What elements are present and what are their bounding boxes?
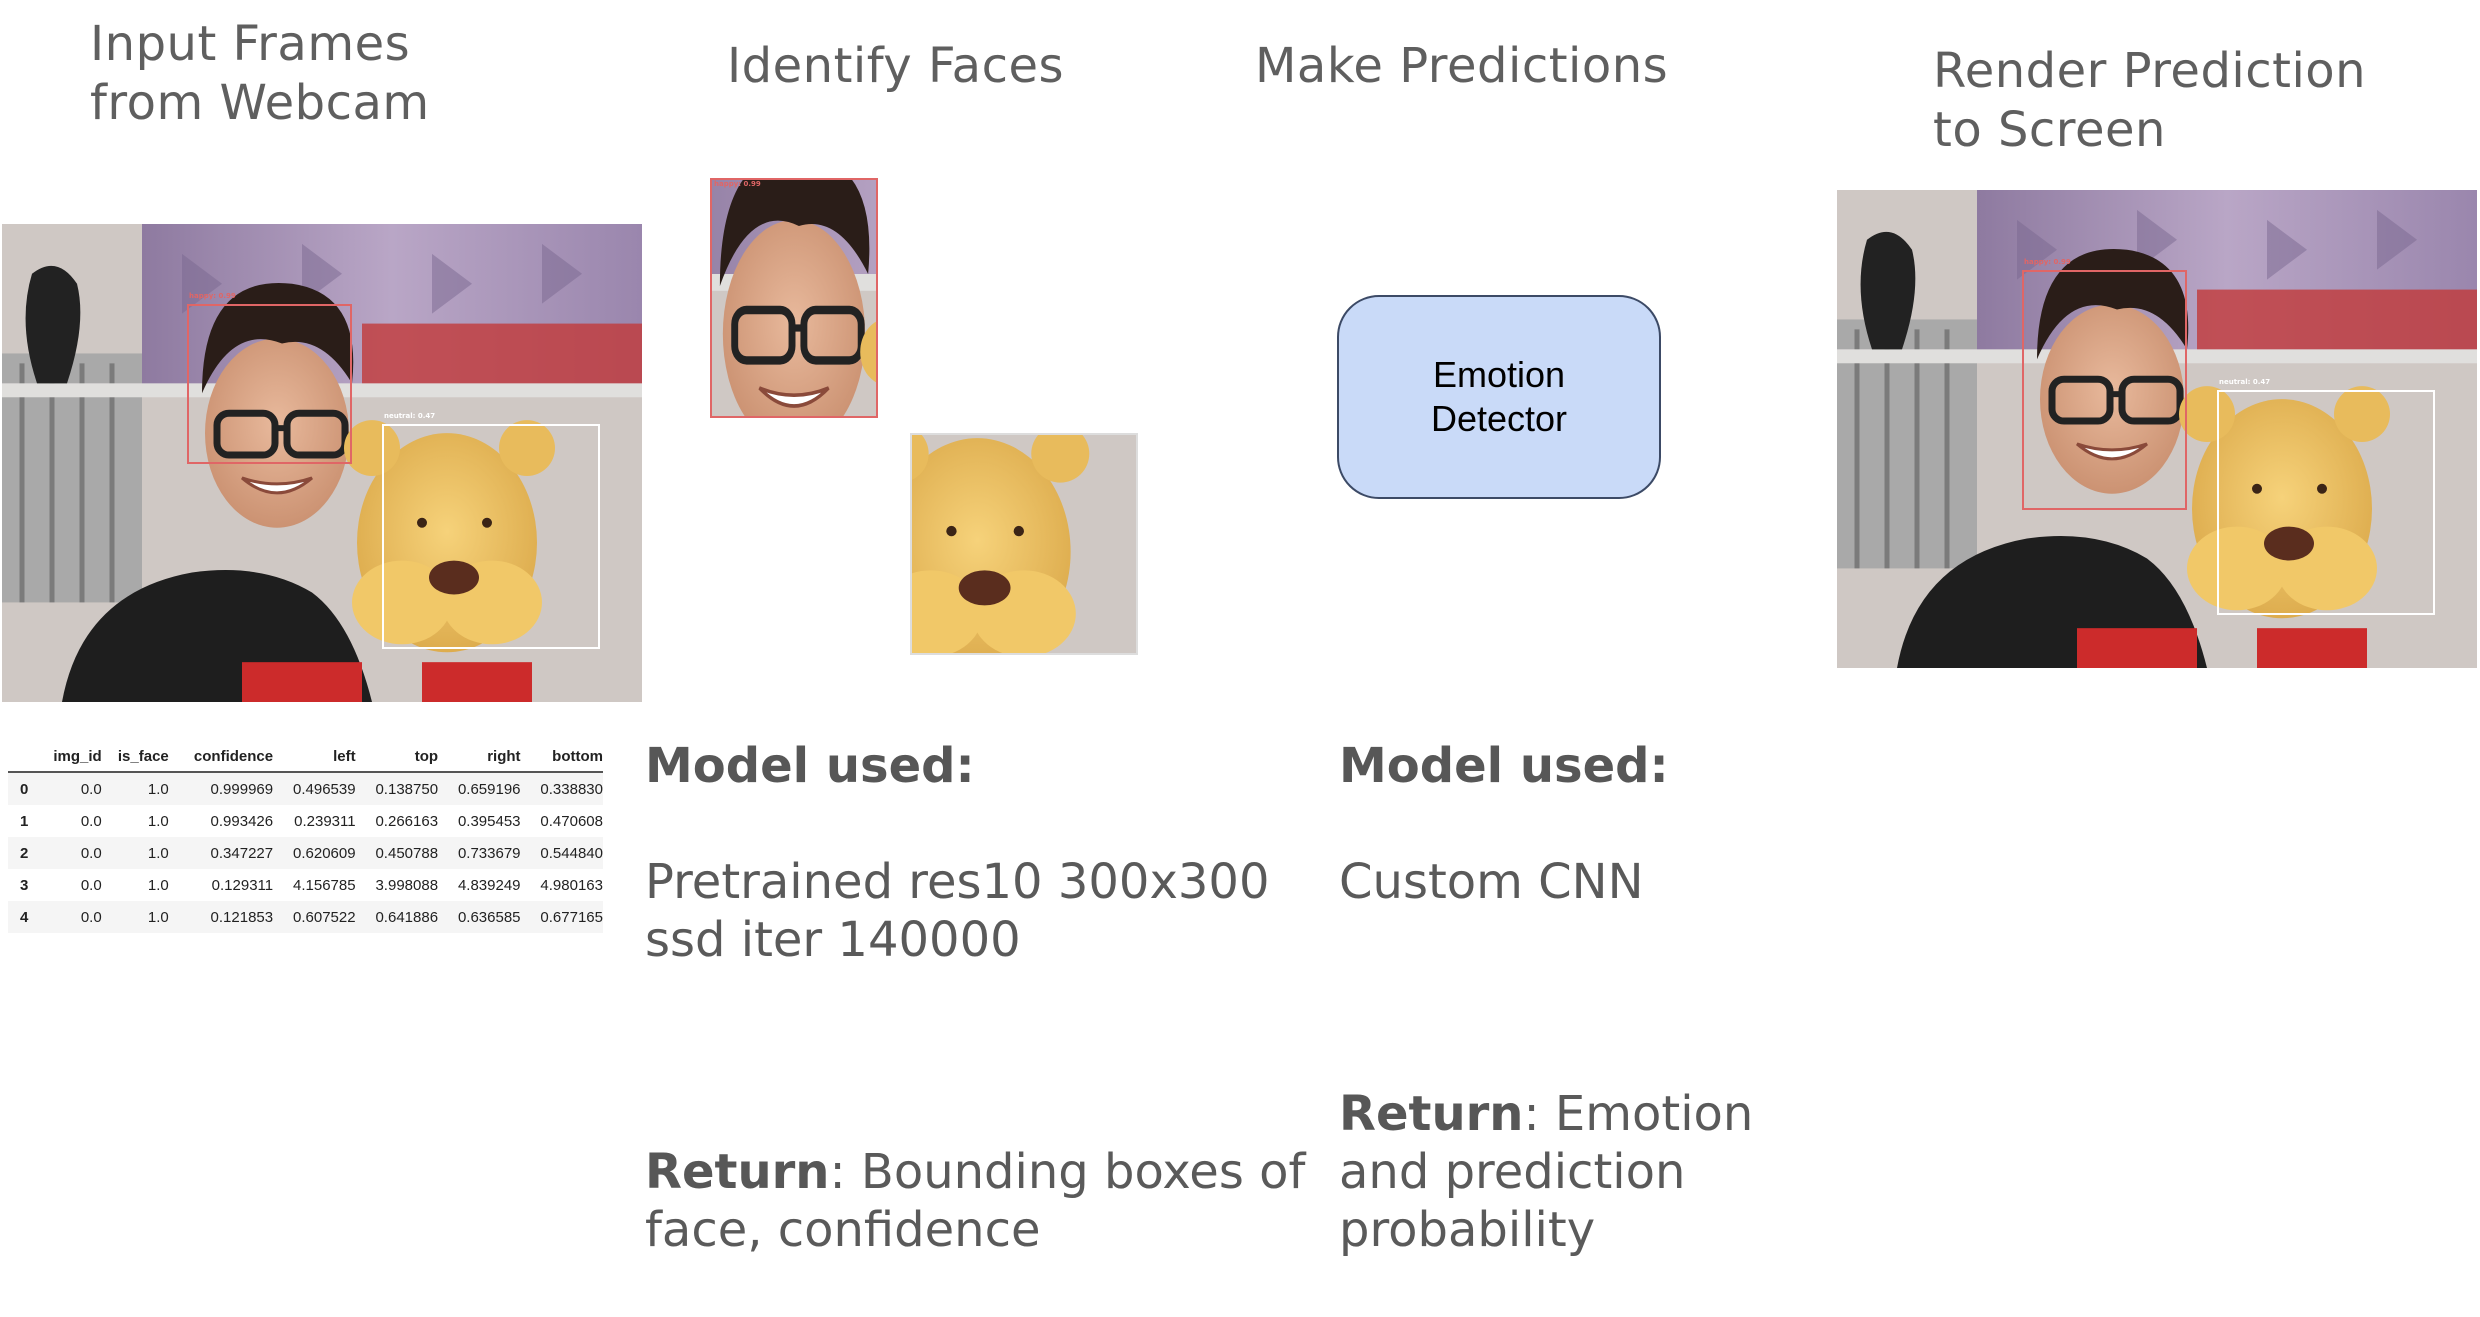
table-cell: 1.0	[147, 812, 169, 830]
render-face-box-person	[2022, 270, 2187, 510]
table-header-index	[8, 748, 38, 773]
table-cell: 1.0	[101, 772, 169, 805]
crop-label-happy: happy: 0.99	[714, 180, 761, 188]
rendered-prediction-image: happy: 0.99 neutral: 0.47	[1837, 190, 2477, 668]
emotion-detector-box: Emotion Detector	[1337, 295, 1661, 499]
table-cell: 0.0	[38, 772, 102, 805]
prediction-model-heading: Model used:	[1339, 738, 1669, 794]
cropped-face-bear-image	[910, 433, 1138, 655]
table-cell: 0.239311	[294, 812, 356, 830]
render-face-box-bear	[2217, 390, 2435, 615]
stage-title-predict: Make Predictions	[1255, 38, 1669, 94]
table-row-index: 4	[8, 901, 38, 933]
table-cell: 0.659196	[438, 772, 521, 805]
prediction-return-heading: Return	[1339, 1086, 1524, 1142]
table-row: 4 0.0 1.0 0.121853 0.607522 0.641886 0.6…	[8, 901, 603, 933]
prediction-model-name: Custom CNN	[1339, 854, 1644, 910]
detections-table: img_id is_face confidence left top right…	[8, 748, 603, 933]
table-cell: 4.980163	[540, 876, 603, 894]
table-cell: 0.0	[38, 837, 102, 869]
table-cell: 0.0	[80, 876, 102, 894]
table-cell: 0.641886	[355, 901, 439, 933]
cropped-face-person-image: happy: 0.99	[710, 178, 878, 418]
table-cell: 0.121853	[168, 901, 274, 933]
table-cell: 1.0	[147, 876, 169, 894]
face-label-neutral: neutral: 0.47	[384, 412, 436, 420]
table-cell: 0.999969	[168, 772, 274, 805]
table-header-cell: right	[438, 748, 521, 773]
table-cell: 0.338830	[520, 772, 603, 805]
table-cell: 0.395453	[457, 812, 521, 830]
table-cell: 0.138750	[355, 772, 439, 805]
table-row-index: 3	[20, 876, 29, 894]
detection-model-note: Model used: Pretrained res10 300x300 ssd…	[645, 679, 1325, 1317]
table-cell: 1.0	[101, 837, 169, 869]
render-label-neutral: neutral: 0.47	[2219, 378, 2271, 386]
face-bounding-box-person	[187, 304, 352, 464]
table-cell: 0.347227	[168, 837, 274, 869]
prediction-model-note: Model used: Custom CNN Return: Emotion a…	[1339, 679, 1859, 1317]
table-cell: 0.677165	[520, 901, 603, 933]
stage-title-render: Render Prediction to Screen	[1933, 43, 2367, 158]
table-cell: 0.544840	[520, 837, 603, 869]
table-cell: 0.129311	[211, 876, 274, 894]
table-cell: 0.607522	[273, 901, 356, 933]
table-row: 3 0.0 1.0 0.129311 4.156785 3.998088 4.8…	[8, 869, 603, 901]
webcam-frame-image: happy: 0.99 neutral: 0.47	[2, 224, 642, 702]
table-header-cell: left	[273, 748, 356, 773]
table-cell: 0.636585	[438, 901, 521, 933]
detection-return-heading: Return	[645, 1144, 830, 1200]
crop-border-bear	[910, 433, 1138, 655]
table-cell: 0.620609	[273, 837, 356, 869]
table-cell: 0.733679	[438, 837, 521, 869]
table-header-row: img_id is_face confidence left top right…	[8, 748, 603, 773]
table-header-cell: confidence	[168, 748, 274, 773]
table-cell: 0.266163	[375, 812, 439, 830]
table-cell: 0.0	[38, 901, 102, 933]
table-cell: 0.470608	[540, 812, 603, 830]
table-cell: 0.0	[80, 812, 102, 830]
stage-title-input: Input Frames from Webcam	[90, 16, 430, 131]
table-header-cell: is_face	[101, 748, 169, 773]
crop-border-person	[710, 178, 878, 418]
table-cell: 0.496539	[273, 772, 356, 805]
face-bounding-box-bear	[382, 424, 600, 649]
table-header-cell: bottom	[520, 748, 603, 773]
table-cell: 1.0	[101, 901, 169, 933]
table-header-cell: img_id	[38, 748, 102, 773]
table-cell: 4.156785	[293, 876, 356, 894]
table-row: 1 0.0 1.0 0.993426 0.239311 0.266163 0.3…	[8, 805, 603, 837]
table-row: 0 0.0 1.0 0.999969 0.496539 0.138750 0.6…	[8, 772, 603, 805]
detection-model-heading: Model used:	[645, 738, 975, 794]
stage-title-identify: Identify Faces	[727, 38, 1064, 94]
face-label-happy: happy: 0.99	[189, 292, 236, 300]
table-cell: 0.450788	[355, 837, 439, 869]
table-row: 2 0.0 1.0 0.347227 0.620609 0.450788 0.7…	[8, 837, 603, 869]
table-row-index: 0	[8, 772, 38, 805]
render-label-happy: happy: 0.99	[2024, 258, 2071, 266]
table-cell: 3.998088	[375, 876, 439, 894]
table-row-index: 1	[20, 812, 29, 830]
table-cell: 0.993426	[210, 812, 274, 830]
detection-model-name: Pretrained res10 300x300 ssd iter 140000	[645, 854, 1270, 968]
table-cell: 4.839249	[457, 876, 521, 894]
table-header-cell: top	[355, 748, 439, 773]
table-row-index: 2	[8, 837, 38, 869]
